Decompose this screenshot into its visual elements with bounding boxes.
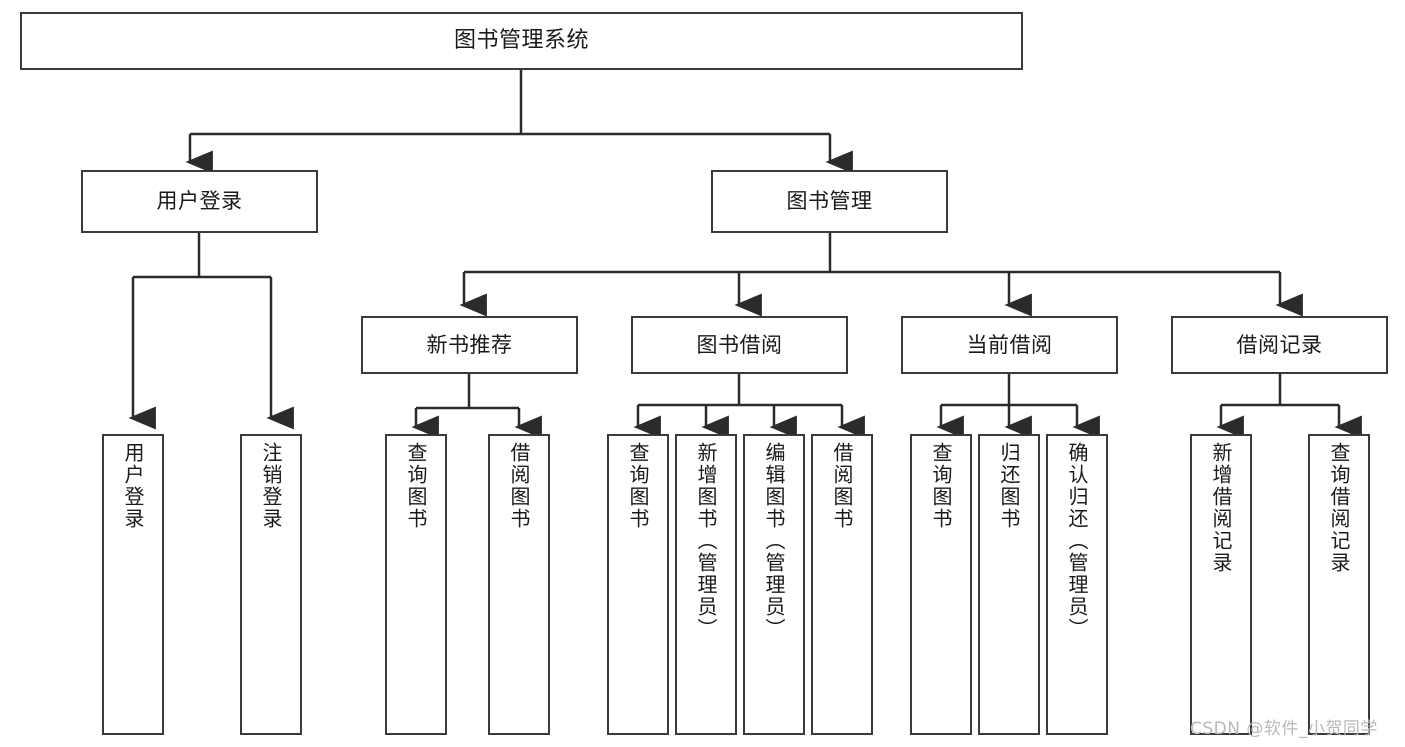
leaf-current-borrow-1[interactable]: 查询图书: [910, 434, 972, 735]
node-current-borrow-label: 当前借阅: [966, 332, 1053, 357]
node-book-borrow-label: 图书借阅: [696, 332, 783, 357]
leaf-book-borrow-4-label: 借阅图书: [830, 442, 854, 530]
node-book-borrow[interactable]: 图书借阅: [631, 316, 848, 374]
leaf-book-borrow-2[interactable]: 新增图书（管理员）: [675, 434, 737, 735]
node-user-login-label: 用户登录: [156, 189, 243, 214]
leaf-borrow-record-1-label: 新增借阅记录: [1209, 442, 1233, 574]
node-borrow-record-label: 借阅记录: [1236, 332, 1323, 357]
node-new-book-recommend-label: 新书推荐: [426, 332, 513, 357]
leaf-borrow-record-2-label: 查询借阅记录: [1327, 442, 1351, 574]
leaf-book-borrow-4[interactable]: 借阅图书: [811, 434, 873, 735]
node-borrow-record[interactable]: 借阅记录: [1171, 316, 1388, 374]
leaf-new-book-2[interactable]: 借阅图书: [488, 434, 550, 735]
leaf-current-borrow-2[interactable]: 归还图书: [978, 434, 1040, 735]
leaf-book-borrow-1[interactable]: 查询图书: [607, 434, 669, 735]
leaf-user-login-1[interactable]: 用户登录: [102, 434, 164, 735]
node-user-login[interactable]: 用户登录: [81, 170, 318, 233]
leaf-borrow-record-1[interactable]: 新增借阅记录: [1190, 434, 1252, 735]
node-book-manage[interactable]: 图书管理: [711, 170, 948, 233]
leaf-book-borrow-3-label: 编辑图书（管理员）: [762, 442, 786, 640]
node-current-borrow[interactable]: 当前借阅: [901, 316, 1118, 374]
node-book-manage-label: 图书管理: [786, 189, 873, 214]
leaf-current-borrow-1-label: 查询图书: [929, 442, 953, 530]
leaf-book-borrow-1-label: 查询图书: [626, 442, 650, 530]
leaf-new-book-2-label: 借阅图书: [507, 442, 531, 530]
node-new-book-recommend[interactable]: 新书推荐: [361, 316, 578, 374]
leaf-book-borrow-3[interactable]: 编辑图书（管理员）: [743, 434, 805, 735]
node-root[interactable]: 图书管理系统: [20, 12, 1023, 70]
leaf-new-book-1-label: 查询图书: [404, 442, 428, 530]
leaf-current-borrow-2-label: 归还图书: [997, 442, 1021, 530]
leaf-user-login-1-label: 用户登录: [121, 442, 145, 530]
leaf-current-borrow-3[interactable]: 确认归还（管理员）: [1046, 434, 1108, 735]
csdn-watermark: CSDN @软件_小贺同学: [1190, 719, 1378, 739]
leaf-new-book-1[interactable]: 查询图书: [385, 434, 447, 735]
leaf-book-borrow-2-label: 新增图书（管理员）: [694, 442, 718, 640]
leaf-borrow-record-2[interactable]: 查询借阅记录: [1308, 434, 1370, 735]
leaf-user-login-2[interactable]: 注销登录: [240, 434, 302, 735]
leaf-user-login-2-label: 注销登录: [259, 442, 283, 530]
leaf-current-borrow-3-label: 确认归还（管理员）: [1065, 442, 1089, 640]
node-root-label: 图书管理系统: [453, 28, 589, 54]
